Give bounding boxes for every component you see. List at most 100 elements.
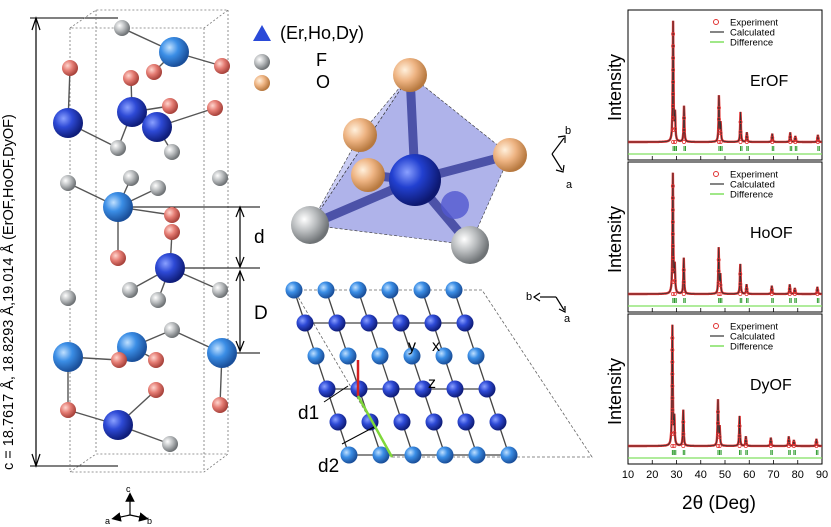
experiment-point (716, 421, 720, 426)
layer-atom (360, 314, 378, 332)
d2-label: d2 (318, 456, 339, 477)
experiment-point (716, 444, 720, 448)
layer-atom (392, 314, 410, 332)
experiment-point (671, 140, 676, 144)
experiment-point (788, 135, 793, 140)
experiment-point (718, 140, 723, 144)
experiment-point (681, 268, 686, 272)
experiment-point (744, 287, 749, 292)
layer-atom (403, 347, 421, 365)
layer-atom (349, 281, 367, 299)
svg-text:b: b (565, 125, 571, 137)
experiment-point (768, 439, 773, 444)
x-tick-label: 30 (670, 469, 682, 481)
experiment-point (671, 32, 676, 36)
experiment-point (787, 292, 792, 296)
experiment-point (670, 280, 675, 284)
experiment-point (681, 432, 686, 436)
experiment-point (716, 292, 721, 296)
xrd-panel: ExperimentCalculatedDifferenceErOFIntens… (605, 9, 823, 161)
experiment-point (670, 408, 675, 412)
layer-atom (489, 413, 507, 431)
experiment-point (670, 268, 675, 272)
experiment-point (716, 140, 721, 144)
fluorine-sphere-icon (254, 54, 270, 70)
tetrahedron-axes: b a (551, 125, 573, 191)
experiment-point (737, 444, 742, 448)
experiment-point (670, 432, 675, 436)
experiment-point (738, 282, 743, 286)
z-label: z (428, 375, 436, 392)
layer-atom (413, 281, 431, 299)
svg-text:b: b (147, 516, 152, 526)
svg-text:a: a (566, 179, 573, 191)
experiment-point (670, 372, 675, 376)
experiment-point (670, 232, 675, 236)
oxygen-sphere-icon (254, 75, 270, 91)
experiment-point (670, 396, 675, 400)
experiment-point (670, 348, 675, 352)
experiment-point (718, 283, 723, 287)
experiment-point (670, 384, 675, 388)
layer-atom (435, 347, 453, 365)
x-axis-label: 2θ (Deg) (682, 493, 756, 514)
experiment-point (716, 409, 720, 414)
experiment-point (670, 220, 675, 224)
panel-name: HoOF (750, 225, 793, 242)
x-tick-label: 70 (767, 469, 779, 481)
c-axis-label: c = 18.7617 Å, 18.8293 Å,19.014 Å (ErOF,… (0, 114, 17, 470)
experiment-point (671, 92, 676, 96)
experiment-point (716, 269, 721, 274)
layer-atom (393, 413, 411, 431)
x-tick-label: 90 (816, 469, 828, 481)
svg-text:a: a (564, 313, 571, 324)
layer-atom (404, 446, 422, 464)
layer-atom (425, 413, 443, 431)
experiment-point (770, 140, 775, 144)
experiment-point (671, 116, 676, 120)
experiment-point (815, 288, 820, 293)
calculated-series (628, 20, 822, 143)
experiment-point (670, 256, 675, 260)
experiment-point (716, 117, 721, 122)
x-tick-label: 60 (743, 469, 755, 481)
experiment-point (744, 292, 749, 296)
layer-atom (372, 446, 390, 464)
unit-cell-outline (68, 9, 230, 473)
d2-bond (356, 395, 394, 458)
layer-atom (446, 380, 464, 398)
experiment-point (672, 444, 677, 448)
tetrahedron-icon (253, 25, 271, 41)
experiment-point (744, 135, 749, 140)
atom-legend: (Er,Ho,Dy) F O (250, 22, 390, 100)
x-tick-label: 20 (646, 469, 658, 481)
experiment-point (673, 140, 677, 144)
layer-atom (339, 347, 357, 365)
y-axis-label: Intensity (605, 358, 625, 425)
xrd-legend-label: Calculated (730, 28, 775, 39)
xrd-legend-label: Calculated (730, 332, 775, 343)
xrd-panel: ExperimentCalculatedDifferenceHoOFIntens… (605, 161, 823, 313)
experiment-point (671, 128, 676, 132)
layer-atom (328, 314, 346, 332)
experiment-point (671, 44, 676, 48)
xrd-legend-label: Difference (730, 190, 773, 201)
layer-axes: b a (526, 291, 571, 324)
layer-atom (478, 380, 496, 398)
experiment-point (815, 292, 820, 296)
experiment-point (670, 184, 675, 188)
layer-atom (436, 446, 454, 464)
experiment-point (718, 131, 723, 135)
layer-atom (500, 446, 518, 464)
xrd-panel: ExperimentCalculatedDifferenceDyOFIntens… (605, 313, 823, 465)
experiment-point (718, 292, 723, 296)
experiment-point (737, 434, 742, 438)
experiment-point (670, 420, 675, 424)
experiment-point (738, 120, 743, 124)
experiment-point (671, 68, 676, 72)
svg-text:c: c (126, 484, 131, 494)
experiment-point (673, 126, 677, 131)
experiment-point (815, 140, 820, 144)
legend-label-fluorine: F (316, 50, 327, 70)
